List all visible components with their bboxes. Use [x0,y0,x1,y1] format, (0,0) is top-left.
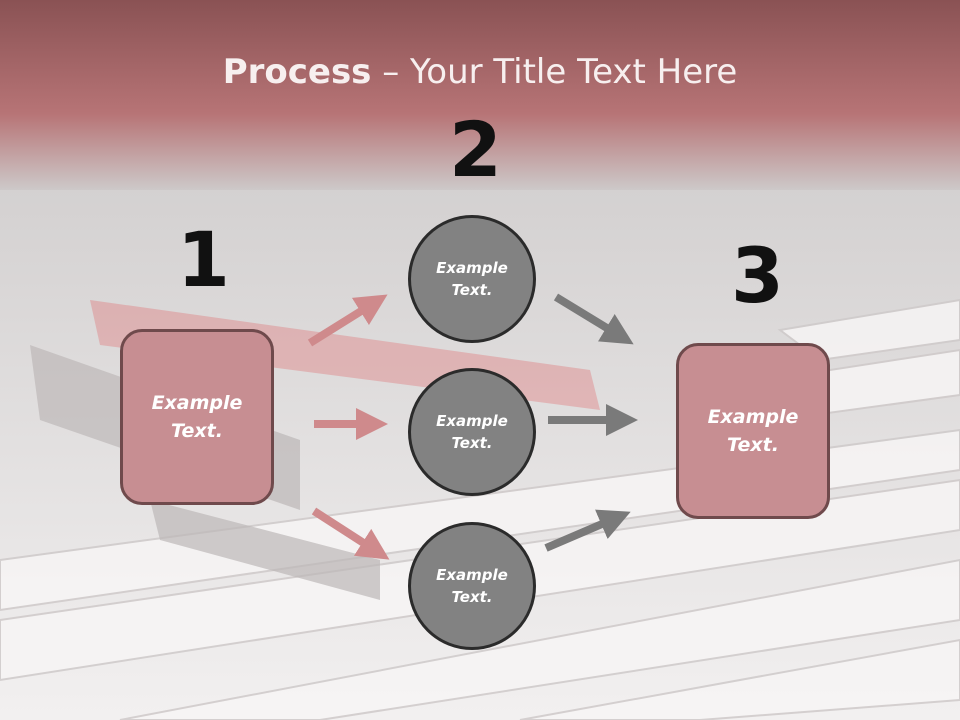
arrow-circle3-to-box3 [544,509,631,552]
step-1-box: Example Text. [120,329,274,505]
step-2-circle-bottom: Example Text. [408,522,536,650]
circle-middle-text: Example Text. [436,411,508,453]
arrow-box1-to-circle3 [311,507,390,560]
step-2-circle-top: Example Text. [408,215,536,343]
circle-bottom-text: Example Text. [436,565,508,607]
step-number-3: 3 [731,231,784,320]
step-number-2: 2 [449,105,502,194]
step-2-circle-middle: Example Text. [408,368,536,496]
arrow-circle1-to-box3 [553,293,634,345]
circle-top-text: Example Text. [436,258,508,300]
step-3-text: Example Text. [707,405,799,457]
title-strong: Process [222,52,372,92]
title-rest: – Your Title Text Here [371,52,738,92]
step-3-box: Example Text. [676,343,830,519]
step-1-text: Example Text. [151,391,243,443]
step-number-1: 1 [177,215,230,304]
arrow-box1-to-circle1 [307,294,388,347]
page-title: Process – Your Title Text Here [0,52,960,92]
